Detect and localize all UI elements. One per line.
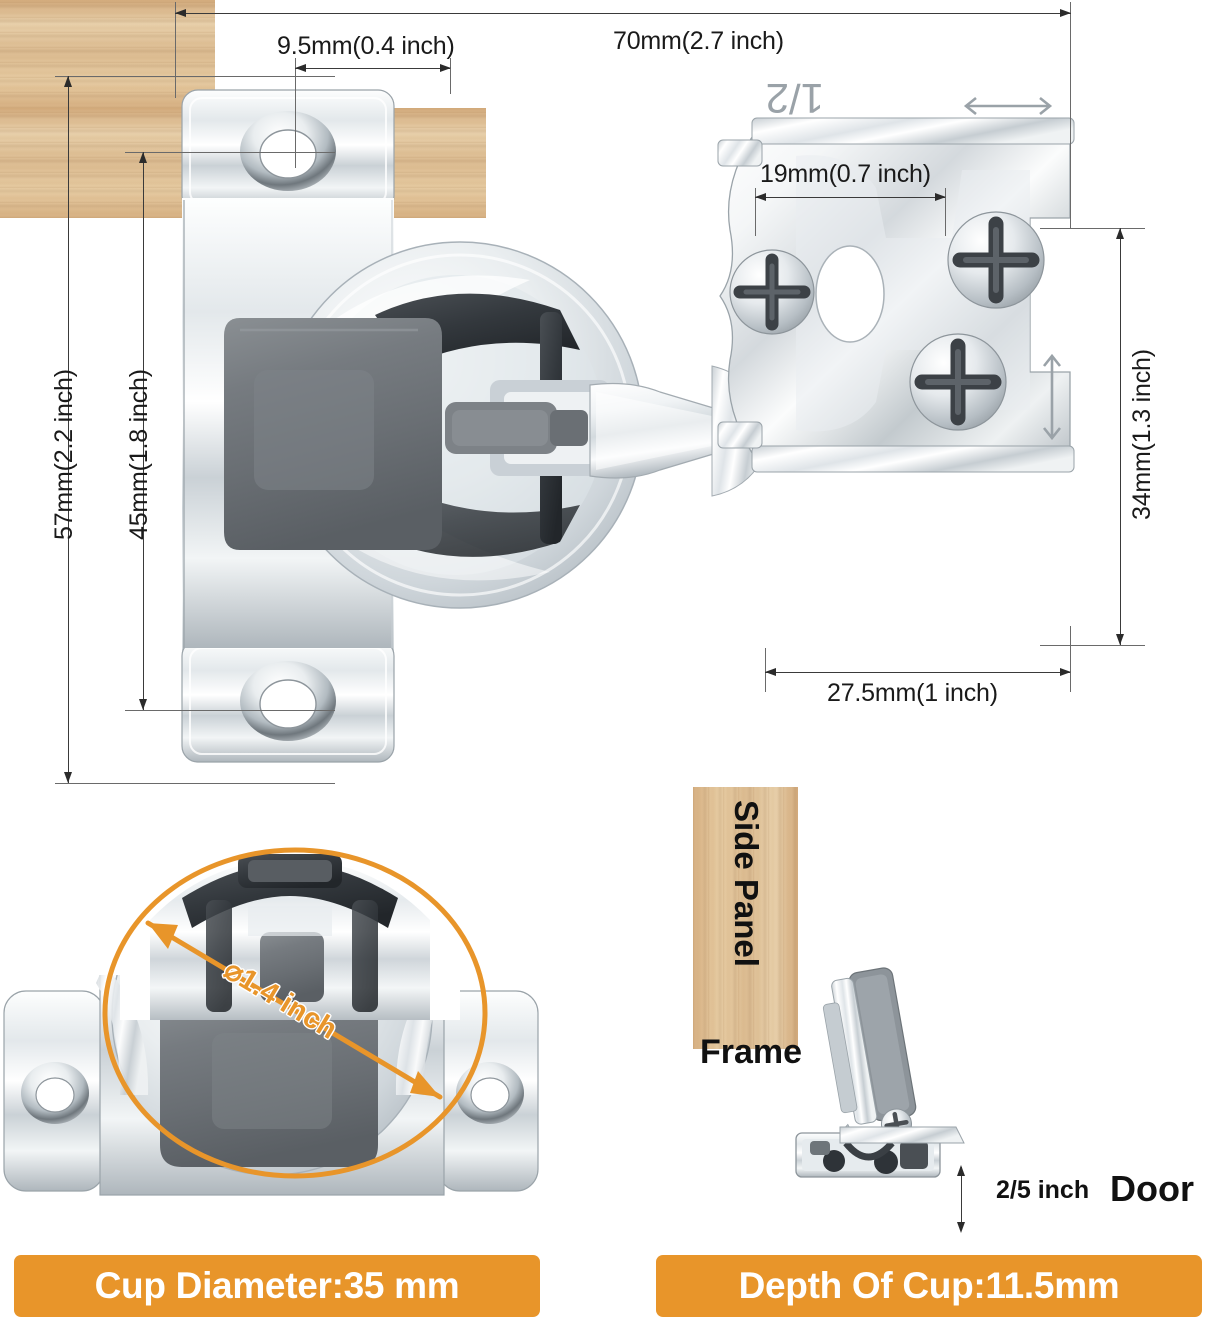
dim-cup-plate-height: 45mm(1.8 inch) [125, 369, 153, 540]
arrow-door-thickness-bottom [957, 1222, 965, 1233]
ext-line-45-bottom [125, 710, 335, 711]
dim-overall-width: 70mm(2.7 inch) [613, 27, 784, 55]
ext-line-45-top [125, 152, 335, 153]
arrow-34-bottom [1116, 634, 1124, 645]
arrow-19-right [935, 192, 946, 201]
side-panel-label: Side Panel [728, 800, 765, 967]
arrow-34-top [1116, 228, 1124, 239]
arrow-70-right [1060, 8, 1071, 17]
frame-board [0, 0, 215, 108]
dim-hole-offset: 9.5mm(0.4 inch) [277, 32, 455, 60]
ext-line-57-top [55, 76, 335, 77]
arrow-45-top [139, 152, 147, 163]
cup-depth-banner: Depth Of Cup:11.5mm [656, 1255, 1202, 1317]
ext-line-19-right [945, 188, 946, 236]
dim-line-door-thickness [961, 1167, 962, 1230]
cup-detail-mechanism [120, 840, 460, 1020]
side-panel-board [693, 787, 798, 1049]
ext-line-70-right [1070, 2, 1071, 228]
cup-diameter-banner-text: Cup Diameter:35 mm [94, 1265, 460, 1306]
cup-diameter-banner: Cup Diameter:35 mm [14, 1255, 540, 1317]
arrow-70-left [175, 8, 186, 17]
ext-line-95-right [450, 58, 451, 94]
dim-line-34 [1120, 228, 1121, 645]
dim-mount-plate-depth: 27.5mm(1 inch) [827, 679, 998, 707]
hinge-top-view-illustration: 1/2 [181, 80, 1075, 763]
arrow-275-right [1060, 667, 1071, 676]
installed-hinge-side-view [795, 967, 965, 1178]
ext-line-95-left [295, 58, 296, 168]
dim-line-95 [295, 68, 450, 69]
arrow-275-left [765, 667, 776, 676]
up-down-arrow-icon [1042, 353, 1062, 441]
door-label: Door [1110, 1168, 1194, 1209]
ext-line-70-left [175, 2, 176, 98]
arrow-57-bottom [64, 772, 72, 783]
ext-line-19-left [755, 188, 756, 236]
dim-mount-plate-width: 19mm(0.7 inch) [760, 160, 931, 188]
dim-line-57 [68, 76, 69, 783]
frame-label: Frame [700, 1033, 803, 1071]
dim-line-70 [175, 13, 1071, 14]
left-right-arrow-icon [963, 96, 1053, 116]
arrow-45-bottom [139, 699, 147, 710]
ext-line-57-bottom [55, 783, 335, 784]
ext-line-275-right [1070, 626, 1071, 692]
dim-line-19 [755, 197, 945, 198]
ext-line-34-top [1040, 228, 1145, 229]
door-thickness-label: 2/5 inch [996, 1176, 1090, 1204]
cup-depth-banner-text: Depth Of Cup:11.5mm [738, 1265, 1120, 1306]
mount-screw-bottom-right [909, 333, 1007, 431]
ext-line-34-bottom [1040, 645, 1145, 646]
dim-line-45 [143, 152, 144, 710]
dim-line-275 [765, 672, 1070, 673]
overlay-stamp-text: 1/2 [766, 80, 824, 122]
cup-diameter-callout-circle [102, 847, 488, 1179]
arrow-57-top [64, 76, 72, 87]
mount-screw-top-right [947, 211, 1045, 309]
arrow-19-left [755, 192, 766, 201]
dim-mount-plate-height: 34mm(1.3 inch) [1128, 349, 1156, 520]
arrow-95-left [295, 63, 306, 72]
mount-screw-left [729, 249, 815, 335]
dim-overall-height: 57mm(2.2 inch) [50, 369, 78, 540]
arrow-95-right [440, 63, 451, 72]
arrow-door-thickness-top [957, 1165, 965, 1176]
